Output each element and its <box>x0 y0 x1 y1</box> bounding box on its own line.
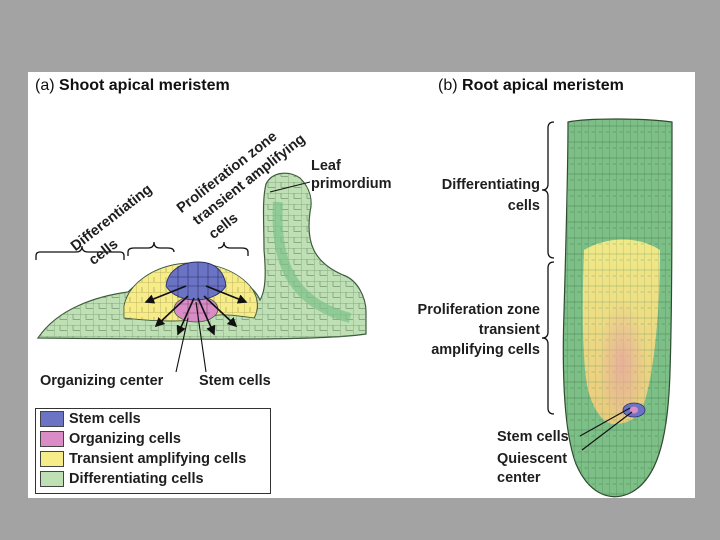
legend-label-transient: Transient amplifying cells <box>69 451 247 467</box>
legend-swatch-transient <box>40 451 64 467</box>
root-stem-cells-label: Stem cells <box>497 429 569 445</box>
root-proliferation-label-1: Proliferation zone <box>417 302 540 318</box>
figure-panel: (a) Shoot apical meristem (b) Root apica… <box>28 72 695 498</box>
shoot-panel-letter: (a) <box>35 77 55 94</box>
legend-item-transient: Transient amplifying cells <box>36 449 270 469</box>
shoot-meristem-drawing <box>35 172 367 373</box>
root-proliferation-label-3: amplifying cells <box>431 342 540 358</box>
root-differentiating-label-1: Differentiating <box>441 177 540 193</box>
root-quiescent-center <box>630 406 638 414</box>
leaf-primordium-label-2: primordium <box>311 176 392 192</box>
legend-label-organizing: Organizing cells <box>69 431 181 447</box>
shoot-panel-title-text: Shoot apical meristem <box>59 77 230 94</box>
leaf-primordium-label-1: Leaf <box>311 158 341 174</box>
legend-label-stem: Stem cells <box>69 411 141 427</box>
legend-item-organizing-cells: Organizing cells <box>36 429 270 449</box>
shoot-stem-cells-label: Stem cells <box>199 373 271 389</box>
meristem-illustration <box>35 118 673 498</box>
legend-label-differentiating: Differentiating cells <box>69 471 204 487</box>
legend: Stem cells Organizing cells Transient am… <box>35 408 271 494</box>
legend-swatch-differentiating <box>40 471 64 487</box>
organizing-center-label: Organizing center <box>40 373 164 389</box>
quiescent-center-label-1: Quiescent <box>497 451 568 467</box>
legend-swatch-stem <box>40 411 64 427</box>
shoot-flow-arrows <box>144 285 248 336</box>
root-panel-title: (b) Root apical meristem <box>438 77 624 95</box>
quiescent-center-label-2: center <box>497 470 541 486</box>
root-panel-letter: (b) <box>438 77 458 94</box>
root-panel-title-text: Root apical meristem <box>462 77 624 94</box>
root-proliferation-label-2: transient <box>478 322 540 338</box>
legend-item-differentiating: Differentiating cells <box>36 469 270 489</box>
legend-swatch-organizing <box>40 431 64 447</box>
legend-item-stem-cells: Stem cells <box>36 409 270 429</box>
root-differentiating-label-2: cells <box>507 198 540 214</box>
root-meristem-drawing <box>541 118 673 498</box>
shoot-panel-title: (a) Shoot apical meristem <box>35 77 230 95</box>
